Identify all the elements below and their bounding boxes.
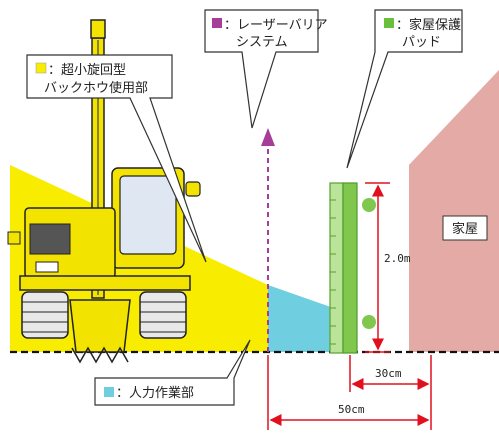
- pad-offset-label: 30cm: [375, 367, 402, 380]
- laser-barrier-callout: [204, 9, 319, 129]
- work-offset-label: 50cm: [338, 403, 365, 416]
- house-pad-callout: [346, 9, 463, 169]
- manual-work-callout-label: ：人力作業部: [116, 385, 194, 401]
- house-pad-callout-line2: パッド: [402, 35, 441, 50]
- pad-offset-dimension: [349, 355, 432, 430]
- laser-barrier-line: [261, 128, 275, 352]
- house: [409, 70, 499, 352]
- manual-work-zone: [268, 285, 345, 352]
- height-dimension-label: 2.0m: [384, 252, 411, 265]
- house-pad-callout-line1: ：家屋保護: [396, 17, 461, 33]
- backhoe-callout-line1: ：超小旋回型: [48, 63, 126, 78]
- backhoe: [7, 19, 201, 364]
- work-offset-dimension: [267, 355, 430, 430]
- backhoe-callout: [26, 54, 207, 263]
- house-protection-pad: [329, 182, 376, 354]
- house-label: 家屋: [452, 221, 478, 237]
- backhoe-callout-line2: バックホウ使用部: [44, 80, 148, 96]
- laser-barrier-callout-line1: ：レーザーバリア: [224, 18, 328, 33]
- height-dimension: [365, 182, 390, 353]
- house-label-box: [442, 215, 488, 241]
- laser-barrier-callout-line2: システム: [236, 35, 288, 50]
- manual-work-callout: [94, 339, 251, 406]
